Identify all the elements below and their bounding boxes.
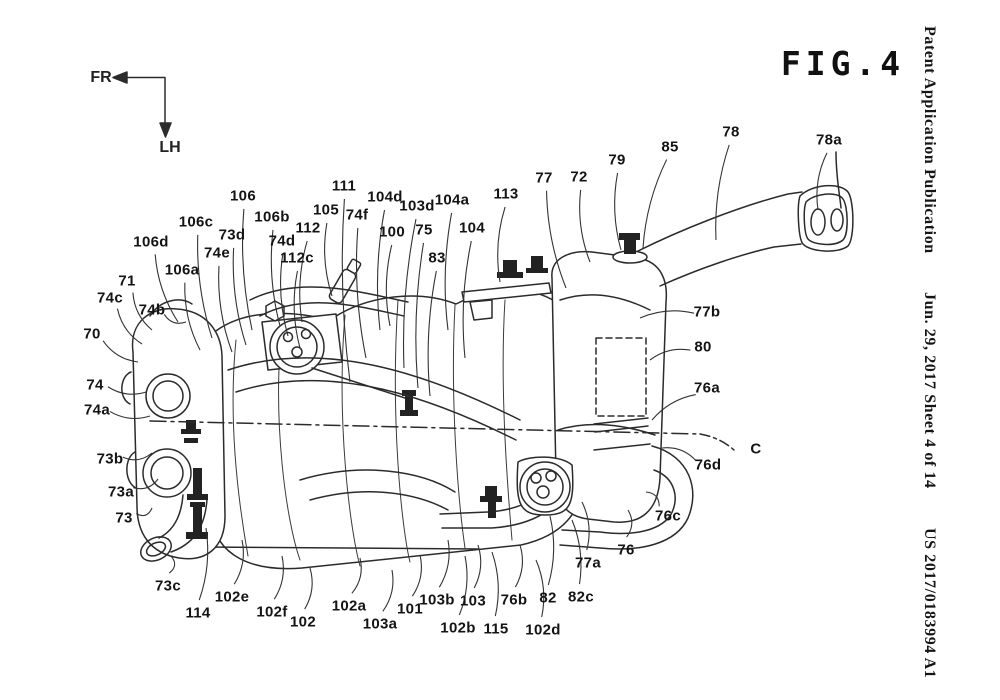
- leader-line-104d: [376, 209, 386, 331]
- leader-line-73: [135, 507, 153, 517]
- leader-line-74f: [355, 227, 367, 359]
- leader-line-83: [427, 270, 437, 397]
- leader-line-103a: [382, 569, 394, 612]
- leader-line-111: [341, 198, 351, 383]
- publication-header: Patent Application Publication Jun. 29, …: [912, 0, 938, 700]
- leader-line-76: [626, 509, 633, 538]
- axis-label-fr: FR: [90, 69, 112, 86]
- leader-line-72: [579, 189, 591, 263]
- leader-line-102: [304, 567, 313, 610]
- leader-line-77b: [639, 310, 695, 319]
- leader-line-115: [491, 551, 499, 617]
- orientation-arrows-icon: [112, 71, 172, 138]
- leader-line-74: [107, 386, 147, 395]
- exhaust-port-upper: [145, 373, 191, 419]
- leader-line-104a: [444, 212, 453, 331]
- figure-title: FIG.4: [780, 44, 906, 83]
- leader-line-102a: [351, 557, 362, 594]
- leader-line-114: [198, 527, 209, 601]
- leader-line-70: [102, 340, 139, 363]
- leader-line-103b: [438, 539, 450, 588]
- mount-bolts: [181, 420, 208, 539]
- leader-line-101: [411, 554, 422, 597]
- leader-line-73b: [122, 452, 153, 461]
- leader-line-74e: [218, 265, 233, 353]
- leader-line-104: [462, 240, 472, 359]
- leader-line-78: [715, 144, 730, 241]
- leader-line-102e: [233, 539, 244, 585]
- leader-line-74a: [109, 410, 151, 420]
- leader-line-74b: [163, 314, 187, 324]
- leader-line-113: [497, 206, 506, 283]
- muffler-outlet-right: [830, 208, 844, 232]
- axis-label-lh: LH: [159, 139, 181, 156]
- center-line: [149, 420, 701, 435]
- leader-line-102f: [273, 555, 284, 600]
- leader-line-82: [547, 515, 555, 586]
- leader-line-112: [299, 240, 308, 323]
- leader-line-75: [415, 242, 425, 389]
- chamber-body: [551, 250, 668, 523]
- leader-line-76b: [514, 544, 524, 588]
- leader-line-102b: [458, 555, 468, 616]
- leader-line-82c: [571, 519, 582, 585]
- leader-line-76d: [661, 447, 697, 461]
- exhaust-port-lower: [142, 448, 192, 498]
- leader-line-71: [132, 292, 153, 331]
- muffler-end-cap: [797, 184, 854, 252]
- publication-number: US 2017/0183994 A1: [921, 528, 938, 679]
- leader-line-106b: [270, 229, 281, 327]
- leader-line-78a: [816, 152, 828, 211]
- publication-date-sheet: Jun. 29, 2017 Sheet 4 of 14: [921, 291, 938, 489]
- leader-line-73d: [232, 247, 247, 346]
- leader-line-73a: [133, 478, 159, 490]
- cylinder-head-outline: [131, 307, 226, 560]
- leader-line-77: [545, 190, 567, 289]
- leader-line-73c: [168, 555, 176, 574]
- leader-line-106d: [154, 254, 179, 323]
- leader-line-103d: [402, 218, 417, 369]
- leader-line-106: [241, 208, 253, 331]
- leader-line-102d: [535, 559, 545, 618]
- publication-title: Patent Application Publication: [921, 26, 938, 254]
- leader-line-76a: [651, 393, 696, 421]
- leader-line-77a: [581, 501, 590, 551]
- leader-line-103: [473, 544, 482, 589]
- leader-line-106c: [197, 234, 213, 339]
- hidden-canister: [595, 337, 647, 417]
- leader-line-105: [324, 222, 333, 297]
- leader-line-79: [614, 172, 622, 251]
- leader-line-106a: [184, 282, 201, 351]
- leader-line-80: [649, 348, 691, 361]
- leader-line-100: [385, 244, 393, 327]
- leader-line-74d: [280, 253, 289, 337]
- leader-lines: [102, 144, 828, 618]
- leader-line-76c: [645, 491, 660, 507]
- leader-line-85: [642, 159, 668, 249]
- leader-line-112c: [293, 270, 301, 349]
- leader-line-74c: [116, 308, 143, 345]
